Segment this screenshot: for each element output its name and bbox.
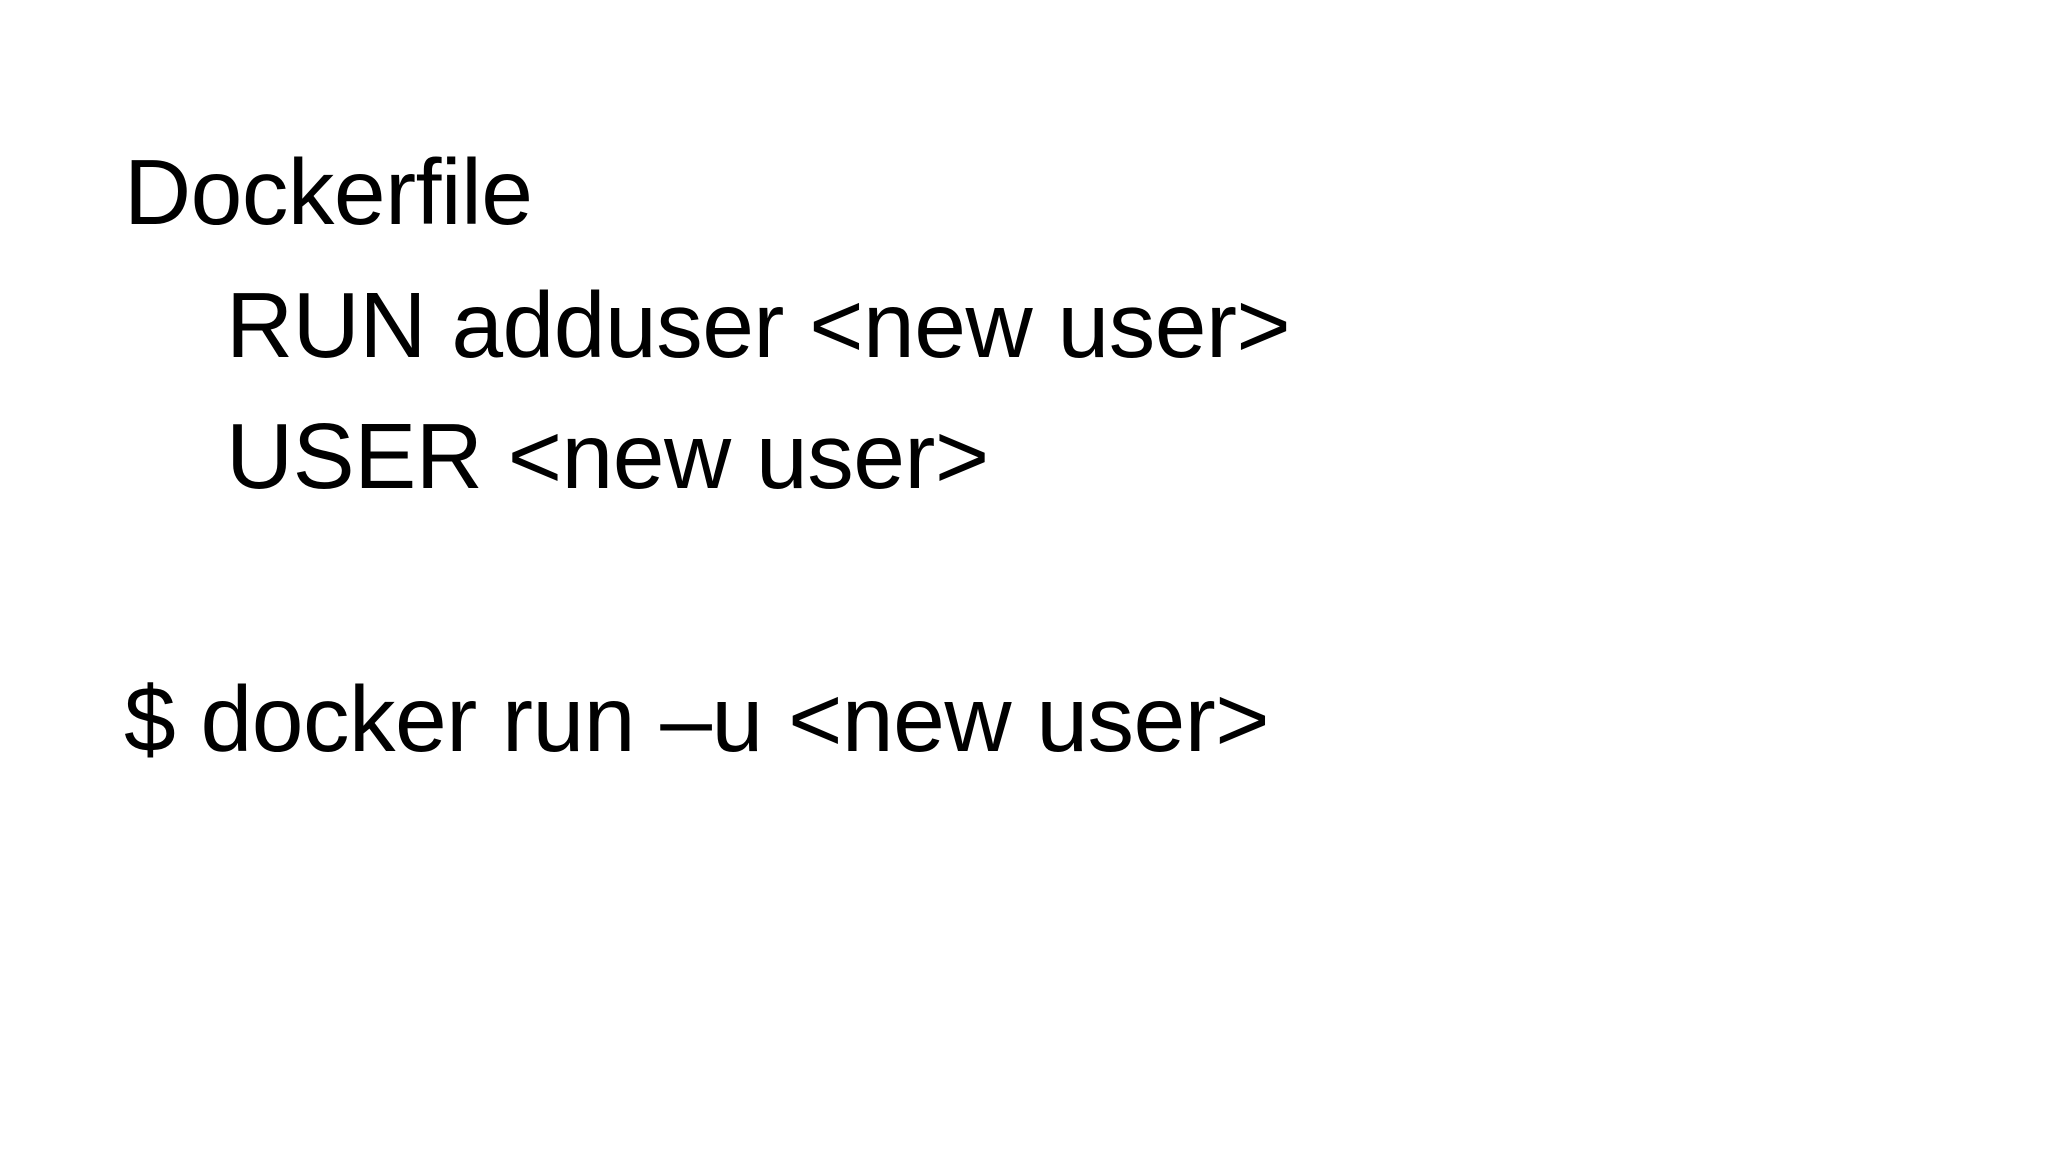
docker-run-command: $ docker run –u <new user> xyxy=(124,667,1270,771)
dockerfile-heading: Dockerfile xyxy=(124,140,533,244)
dockerfile-user-line: USER <new user> xyxy=(226,404,989,508)
dockerfile-run-line: RUN adduser <new user> xyxy=(226,273,1291,377)
